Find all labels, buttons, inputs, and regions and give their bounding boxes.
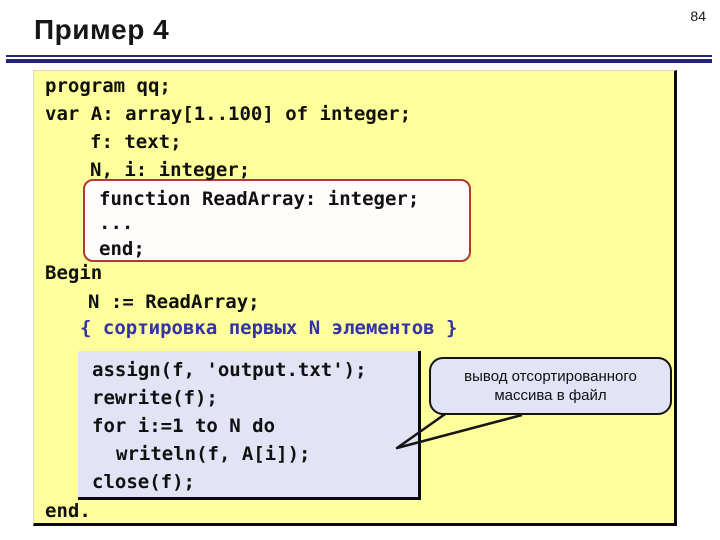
title-rule-thin bbox=[6, 55, 712, 57]
code-line: for i:=1 to N do bbox=[92, 415, 276, 437]
code-line: ... bbox=[99, 212, 134, 234]
page-number: 84 bbox=[690, 8, 706, 24]
code-line: rewrite(f); bbox=[92, 387, 218, 409]
code-line: end; bbox=[99, 238, 145, 260]
code-line: var A: array[1..100] of integer; bbox=[45, 103, 412, 125]
slide-title: Пример 4 bbox=[34, 14, 170, 45]
callout-bubble: вывод отсортированного массива в файл bbox=[429, 357, 672, 415]
code-line: Begin bbox=[45, 262, 103, 284]
code-line: N, i: integer; bbox=[90, 159, 251, 181]
title-rule-thick bbox=[6, 59, 712, 63]
code-line: assign(f, 'output.txt'); bbox=[92, 359, 367, 381]
code-line: N := ReadArray; bbox=[88, 291, 260, 313]
code-line: program qq; bbox=[45, 75, 171, 97]
file-output-highlight-block bbox=[78, 351, 421, 500]
code-line: writeln(f, A[i]); bbox=[116, 443, 311, 465]
code-line: function ReadArray: integer; bbox=[99, 188, 420, 210]
code-comment-line: { сортировка первых N элементов } bbox=[80, 317, 458, 339]
function-readarray-box bbox=[83, 179, 471, 262]
code-line: f: text; bbox=[90, 131, 182, 153]
code-line: close(f); bbox=[92, 471, 195, 493]
code-line: end. bbox=[45, 500, 91, 522]
